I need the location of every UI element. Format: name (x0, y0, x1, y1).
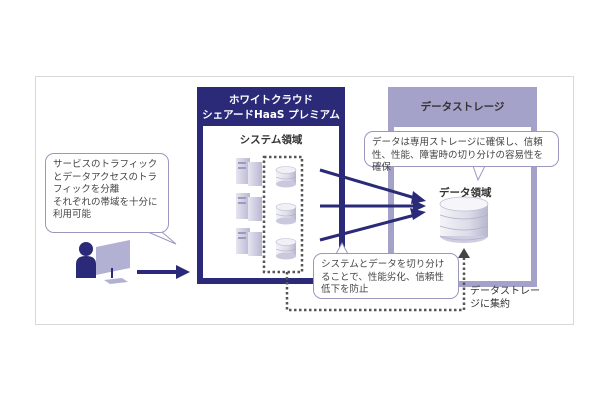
data-area-label: データ領域 (439, 187, 492, 199)
storage-reliability-callout: データは専用ストレージに確保し、信頼性、性能、障害時の切り分けの容易性を確保 (364, 131, 559, 173)
haas-title: ホワイトクラウド シェアードHaaS プレミアム (197, 93, 345, 123)
traffic-separation-callout: サービスのトラフィックとデータアクセスのトラフィックを分離 それぞれの帯域を十分… (45, 153, 169, 233)
haas-title-line2: シェアードHaaS プレミアム (202, 109, 340, 121)
system-area-title: システム領域 (239, 134, 303, 146)
consolidate-label: データストレージに集約 (470, 286, 540, 310)
system-data-separation-callout: システムとデータを切り分けることで、性能劣化、信頼性低下を防止 (313, 253, 459, 299)
storage-title: データストレージ (420, 101, 505, 113)
haas-title-line1: ホワイトクラウド (229, 94, 313, 106)
